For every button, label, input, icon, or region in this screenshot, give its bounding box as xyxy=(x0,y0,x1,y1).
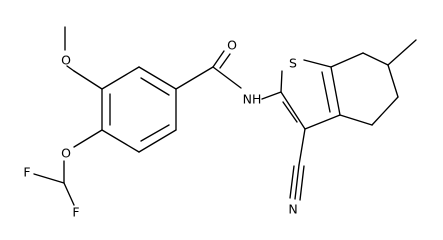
bond-camide-ocarbonyl xyxy=(212,50,225,68)
bond-camide-ocarbonyl-2 xyxy=(219,53,231,69)
atom-label-methoxy-oxygen: O xyxy=(61,53,71,68)
bond-chf2-flower xyxy=(63,182,75,206)
bond-c5-c4 xyxy=(371,96,399,126)
bond-nh-thiophene xyxy=(261,91,282,100)
chemical-structure-diagram: O O O F F NH S N xyxy=(23,26,417,218)
bond-c6-methyl xyxy=(387,39,417,66)
bond-th-c3a-c3 xyxy=(304,114,341,130)
bond-th-c7a-c3a-inner xyxy=(321,71,331,113)
atom-label-fluorine-lower: F xyxy=(72,205,79,218)
bond-c3-cnitrile xyxy=(298,128,306,166)
atom-label-fluorine-upper: F xyxy=(23,165,30,180)
bond-ar-c5-c6 xyxy=(138,129,177,153)
bond-c6-c5 xyxy=(387,64,399,98)
bond-c4-c3a xyxy=(339,114,373,126)
bond-chf2-fupper xyxy=(33,173,65,184)
bond-c7a-c7 xyxy=(330,52,364,68)
bond-ar-c2-c3 xyxy=(101,66,140,90)
bond-th-s-c7a xyxy=(303,59,332,68)
bond-omethoxy-ch3-join xyxy=(66,65,75,72)
bond-ar-c1-c2 xyxy=(138,66,177,90)
bond-c4-oether xyxy=(73,129,103,148)
atom-label-amide-nh: NH xyxy=(243,92,262,107)
atom-label-carbonyl-oxygen: O xyxy=(227,38,237,53)
bond-ar-c5-c6-inner xyxy=(140,124,170,142)
atom-label-nitrile-nitrogen: N xyxy=(288,202,297,217)
bond-camide-nh xyxy=(212,66,242,89)
bond-cn-triple-1 xyxy=(294,164,300,200)
bond-cn-triple-2 xyxy=(289,165,295,199)
bond-th-c3-c2-inner xyxy=(282,101,298,123)
bond-th-c7a-c3a xyxy=(330,66,341,116)
atom-label-ether-oxygen: O xyxy=(61,146,71,161)
bond-ar-c4-c5 xyxy=(101,129,140,153)
bond-layer xyxy=(33,26,417,206)
bond-c1-camide xyxy=(175,66,214,90)
atom-label-thiophene-sulfur: S xyxy=(289,56,297,71)
bond-c7-c6 xyxy=(362,52,389,66)
bond-th-c2-s xyxy=(280,70,283,93)
label-layer: O O O F F NH S N xyxy=(23,38,297,218)
bond-th-c3-c2 xyxy=(280,91,306,130)
bond-ar-c1-c2-inner xyxy=(140,77,170,96)
bond-c3-omethoxy xyxy=(73,70,103,90)
bond-cn-triple-3 xyxy=(299,165,305,201)
